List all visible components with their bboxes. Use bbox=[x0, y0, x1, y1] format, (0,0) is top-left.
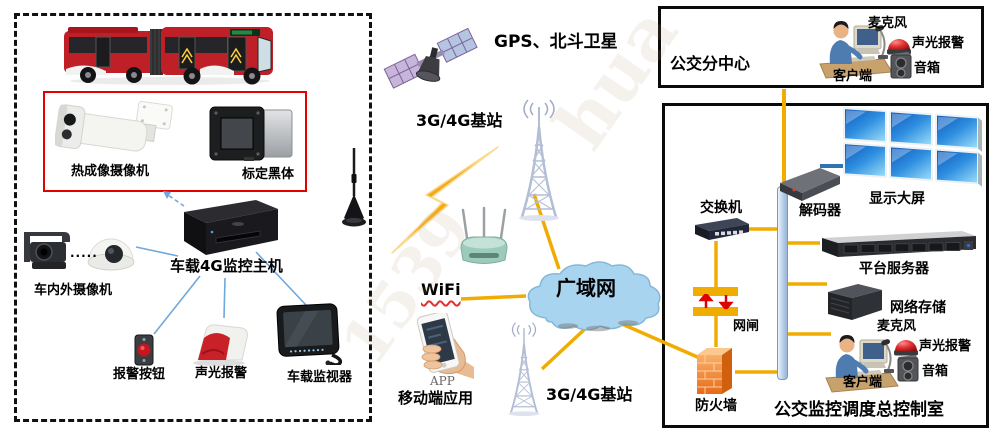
blackbody-icon bbox=[208, 105, 296, 163]
base-station-bottom-label: 3G/4G基站 bbox=[546, 385, 633, 404]
vehicle-4g-host-icon bbox=[176, 196, 281, 257]
wifi-router-icon bbox=[453, 206, 515, 272]
control-room-border bbox=[662, 103, 989, 428]
gateway-label: 网闸 bbox=[733, 319, 760, 334]
sub-center-operator-icon bbox=[818, 14, 894, 80]
base-station-top-label: 3G/4G基站 bbox=[416, 111, 503, 130]
blue-arrowhead bbox=[163, 191, 171, 199]
network-storage-icon bbox=[824, 280, 884, 322]
backbone-bus-bar bbox=[777, 186, 788, 380]
antenna-icon bbox=[340, 146, 370, 236]
sub-center-speaker-label: 音箱 bbox=[914, 61, 941, 76]
control-room-alarm-label: 声光报警 bbox=[919, 339, 972, 354]
mobile-app-label: 移动端应用 bbox=[398, 389, 474, 407]
firewall-icon bbox=[694, 346, 734, 398]
mobile-app-icon bbox=[406, 311, 474, 379]
gateway-bar-top bbox=[693, 287, 738, 296]
display-wall-icon bbox=[842, 106, 987, 190]
wan-cloud-icon bbox=[516, 256, 664, 336]
vehicle-zone-border bbox=[14, 13, 372, 422]
control-room-client-label: 客户端 bbox=[843, 375, 883, 390]
thermal-camera-label: 热成像摄像机 bbox=[71, 164, 150, 179]
yellow-connectors bbox=[460, 89, 831, 374]
blue-connectors bbox=[135, 194, 307, 335]
decoder-wall-link bbox=[820, 164, 843, 168]
vehicle-4g-host-label: 车载4G监控主机 bbox=[170, 257, 283, 275]
sub-center-title: 公交分中心 bbox=[670, 54, 751, 73]
thermal-camera-icon bbox=[54, 96, 175, 163]
platform-server-label: 平台服务器 bbox=[859, 261, 929, 277]
satellite-icon bbox=[383, 18, 478, 98]
wifi-label: WiFi bbox=[421, 280, 461, 299]
camera-dots: ····· bbox=[70, 249, 98, 263]
dome-camera-icon bbox=[84, 229, 138, 274]
blackbody-label: 标定黑体 bbox=[242, 167, 295, 182]
vehicle-monitor-icon bbox=[276, 303, 346, 367]
firewall-label: 防火墙 bbox=[695, 398, 737, 414]
alarm-button-label: 报警按钮 bbox=[113, 367, 166, 382]
vehicle-sound-light-alarm-label: 声光报警 bbox=[195, 366, 248, 381]
lightning-icon bbox=[390, 145, 502, 255]
control-room-speaker-label: 音箱 bbox=[922, 364, 949, 379]
thermal-group-border bbox=[43, 91, 307, 192]
control-room-operator-icon bbox=[824, 328, 900, 394]
exterior-camera-icon bbox=[18, 226, 74, 274]
display-wall-label: 显示大屏 bbox=[869, 191, 925, 207]
satellite-label: GPS、北斗卫星 bbox=[494, 32, 618, 52]
network-storage-label: 网络存储 bbox=[890, 300, 946, 316]
switch-icon bbox=[691, 215, 751, 241]
decoder-label: 解码器 bbox=[799, 203, 841, 219]
decoder-icon bbox=[774, 163, 844, 211]
control-room-title: 公交监控调度总控制室 bbox=[774, 400, 944, 420]
vehicle-monitor-label: 车载监视器 bbox=[287, 370, 353, 385]
sub-center-client-label: 客户端 bbox=[833, 69, 873, 84]
platform-server-icon bbox=[816, 229, 978, 259]
control-room-mic-label: 麦克风 bbox=[877, 319, 917, 334]
sub-center-speaker-icon bbox=[888, 50, 914, 80]
sub-center-alarm-label: 声光报警 bbox=[912, 36, 965, 51]
control-room-speaker-icon bbox=[895, 353, 921, 383]
interior-exterior-cameras-label: 车内外摄像机 bbox=[34, 283, 113, 298]
wan-label: 广域网 bbox=[556, 276, 616, 300]
gateway-bar-bottom bbox=[693, 307, 738, 316]
gateway-arrows-icon bbox=[695, 292, 737, 311]
app-caption: APP bbox=[430, 374, 455, 388]
sound-light-alarm-icon bbox=[186, 318, 252, 366]
sub-center-border bbox=[658, 6, 984, 88]
cell-tower-bottom-icon bbox=[503, 322, 545, 416]
alarm-button-icon bbox=[134, 334, 154, 366]
cell-tower-top-icon bbox=[516, 99, 562, 221]
bus-icon bbox=[62, 17, 277, 87]
switch-label: 交换机 bbox=[700, 200, 742, 216]
sub-center-mic-label: 麦克风 bbox=[868, 16, 908, 31]
control-room-alarm-icon bbox=[891, 330, 921, 357]
